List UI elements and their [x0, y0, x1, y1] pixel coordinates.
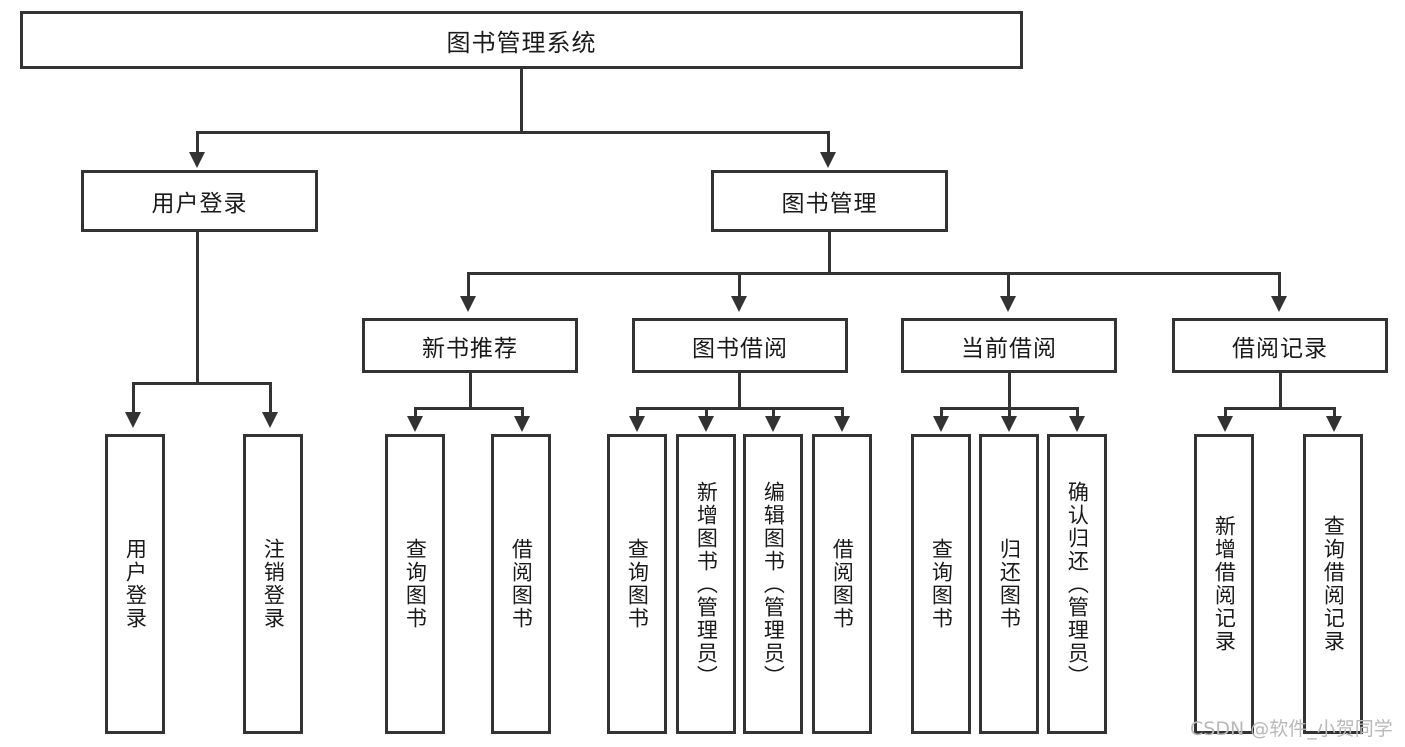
connector-bb-to-leaf-4	[841, 407, 844, 419]
connector-root-to-book-management	[827, 131, 830, 154]
node-label: 新增借阅记录	[1212, 515, 1237, 653]
node-label: 查询图书	[403, 538, 428, 630]
arrowhead-down-icon	[731, 296, 747, 312]
watermark-text: CSDN @软件_小贺同学	[1190, 718, 1393, 740]
connector-book-borrow-stem	[738, 373, 741, 407]
leaf-node-query-book-recommend[interactable]: 查询图书	[385, 434, 445, 734]
connector-book-management-bus	[467, 272, 1281, 275]
node-label: 图书管理系统	[446, 28, 597, 57]
arrowhead-down-icon	[834, 416, 850, 432]
node-label: 用户登录	[151, 191, 248, 217]
arrowhead-down-icon	[765, 416, 781, 432]
connector-cb-to-leaf-1	[940, 407, 943, 419]
node-user-login[interactable]: 用户登录	[81, 170, 318, 232]
connector-cb-to-leaf-3	[1076, 407, 1079, 419]
arrowhead-down-icon	[698, 416, 714, 432]
arrowhead-down-icon	[1271, 296, 1287, 312]
leaf-node-query-book-current[interactable]: 查询图书	[911, 434, 971, 734]
node-root-book-management-system[interactable]: 图书管理系统	[20, 11, 1023, 69]
node-label: 借阅图书	[830, 538, 855, 630]
connector-cb-to-leaf-2	[1008, 407, 1011, 419]
leaf-node-query-borrow-record[interactable]: 查询借阅记录	[1303, 434, 1363, 734]
connector-user-login-bus	[132, 382, 272, 385]
connector-br-to-leaf-1	[1224, 407, 1227, 419]
arrowhead-down-icon	[820, 152, 836, 168]
arrowhead-down-icon	[189, 152, 205, 168]
node-new-book-recommend[interactable]: 新书推荐	[362, 318, 578, 373]
connector-bm-to-new-book	[467, 272, 470, 298]
arrowhead-down-icon	[1217, 416, 1233, 432]
connector-new-book-bus	[414, 407, 524, 410]
node-label: 查询图书	[929, 538, 954, 630]
node-label: 新书推荐	[422, 335, 518, 362]
leaf-node-add-book-admin[interactable]: 新增图书（管理员）	[676, 434, 736, 734]
arrowhead-down-icon	[1069, 416, 1085, 432]
connector-user-login-to-leaf-1	[132, 382, 135, 414]
leaf-node-confirm-return-admin[interactable]: 确认归还（管理员）	[1047, 434, 1107, 734]
node-borrow-record[interactable]: 借阅记录	[1172, 318, 1388, 373]
connector-bb-to-leaf-2	[705, 407, 708, 419]
arrowhead-down-icon	[460, 296, 476, 312]
arrowhead-down-icon	[407, 416, 423, 432]
connector-current-borrow-stem	[1008, 373, 1011, 407]
arrowhead-down-icon	[933, 416, 949, 432]
node-label: 查询借阅记录	[1321, 515, 1346, 653]
connector-bb-to-leaf-1	[636, 407, 639, 419]
leaf-node-borrow-book[interactable]: 借阅图书	[812, 434, 872, 734]
connector-root-stem	[520, 69, 523, 131]
connector-borrow-record-bus	[1224, 407, 1336, 410]
leaf-node-logout[interactable]: 注销登录	[243, 434, 303, 734]
connector-bm-to-current-borrow	[1007, 272, 1010, 298]
arrowhead-down-icon	[125, 412, 141, 428]
node-label: 借阅记录	[1232, 335, 1328, 362]
connector-nb-to-leaf-2	[521, 407, 524, 419]
node-book-management[interactable]: 图书管理	[711, 170, 948, 232]
connector-bb-to-leaf-3	[772, 407, 775, 419]
node-label: 图书管理	[781, 191, 878, 217]
arrowhead-down-icon	[1326, 416, 1342, 432]
node-label: 编辑图书（管理员）	[761, 480, 786, 688]
leaf-node-return-book[interactable]: 归还图书	[979, 434, 1039, 734]
node-label: 新增图书（管理员）	[694, 480, 719, 688]
node-label: 借阅图书	[509, 538, 534, 630]
connector-bm-to-borrow-record	[1278, 272, 1281, 298]
leaf-node-edit-book-admin[interactable]: 编辑图书（管理员）	[743, 434, 803, 734]
connector-bm-to-book-borrow	[738, 272, 741, 298]
connector-new-book-stem	[469, 373, 472, 407]
connector-root-bus	[196, 131, 830, 134]
arrowhead-down-icon	[1001, 416, 1017, 432]
node-label: 确认归还（管理员）	[1065, 480, 1090, 688]
arrowhead-down-icon	[262, 412, 278, 428]
node-book-borrow[interactable]: 图书借阅	[632, 318, 848, 373]
connector-root-to-user-login	[196, 131, 199, 154]
connector-user-login-to-leaf-2	[269, 382, 272, 414]
leaf-node-add-borrow-record[interactable]: 新增借阅记录	[1194, 434, 1254, 734]
node-current-borrow[interactable]: 当前借阅	[901, 318, 1117, 373]
connector-br-to-leaf-2	[1333, 407, 1336, 419]
node-label: 当前借阅	[961, 335, 1057, 362]
node-label: 注销登录	[261, 538, 286, 630]
node-label: 查询图书	[625, 538, 650, 630]
connector-book-management-stem	[828, 232, 831, 272]
node-label: 图书借阅	[692, 335, 788, 362]
node-label: 用户登录	[123, 538, 148, 630]
connector-borrow-record-stem	[1279, 373, 1282, 407]
arrowhead-down-icon	[1000, 296, 1016, 312]
leaf-node-borrow-book-recommend[interactable]: 借阅图书	[491, 434, 551, 734]
connector-user-login-stem	[196, 232, 199, 382]
arrowhead-down-icon	[514, 416, 530, 432]
node-label: 归还图书	[997, 538, 1022, 630]
leaf-node-user-login[interactable]: 用户登录	[105, 434, 165, 734]
connector-nb-to-leaf-1	[414, 407, 417, 419]
connector-book-borrow-bus	[636, 407, 844, 410]
leaf-node-query-book-borrow[interactable]: 查询图书	[607, 434, 667, 734]
arrowhead-down-icon	[629, 416, 645, 432]
